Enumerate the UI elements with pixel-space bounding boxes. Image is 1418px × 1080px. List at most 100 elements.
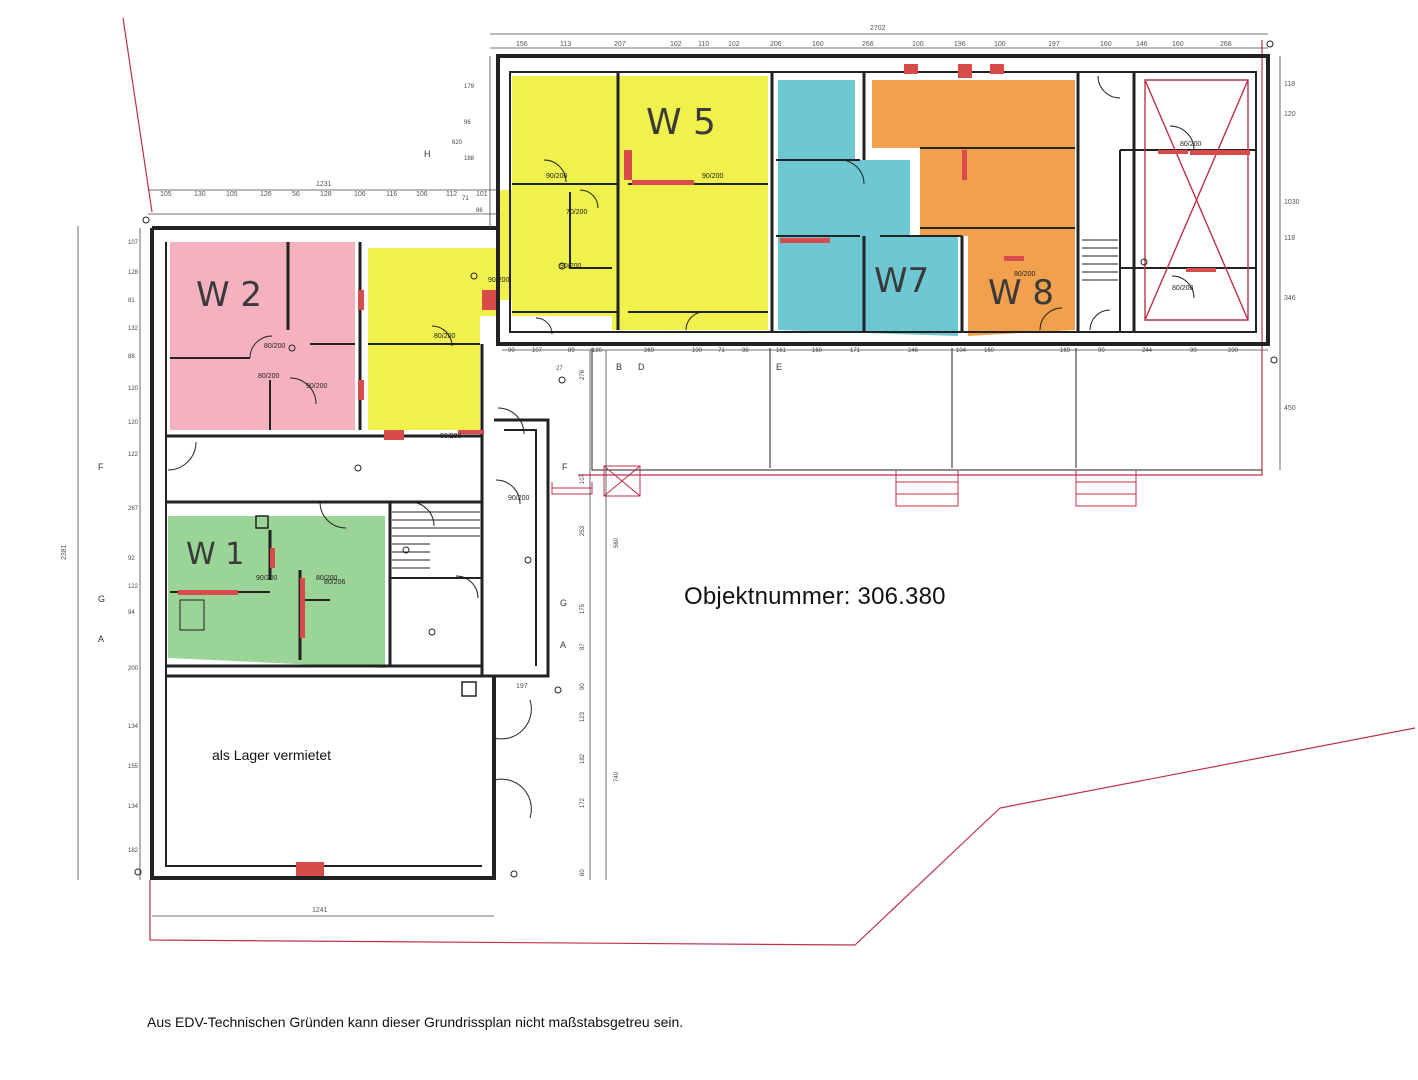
section-markers: H B D E F F G G A A	[98, 149, 782, 650]
svg-text:128: 128	[128, 270, 139, 276]
svg-text:122: 122	[128, 452, 139, 458]
svg-text:107: 107	[580, 473, 586, 484]
svg-text:104: 104	[956, 348, 967, 354]
svg-text:80/206: 80/206	[324, 579, 346, 586]
svg-text:182: 182	[580, 753, 586, 764]
svg-text:196: 196	[954, 41, 966, 48]
unit-label-w1: W 1	[186, 537, 244, 572]
svg-text:71: 71	[462, 196, 469, 202]
unit-label-w7: W7	[874, 261, 929, 301]
svg-text:560: 560	[614, 537, 620, 548]
scale-disclaimer: Aus EDV-Technischen Gründen kann dieser …	[147, 1014, 684, 1030]
svg-text:346: 346	[1284, 295, 1296, 302]
svg-text:90/200: 90/200	[306, 383, 328, 390]
fixture-box-w1	[255, 515, 269, 529]
dim-top-total: 2702	[870, 25, 886, 32]
svg-text:102: 102	[670, 41, 682, 48]
section-mark-g-right: G	[560, 598, 567, 608]
svg-text:116: 116	[386, 191, 397, 198]
svg-text:80/200: 80/200	[1172, 285, 1194, 292]
svg-text:118: 118	[1284, 81, 1295, 88]
svg-text:90: 90	[1098, 348, 1105, 354]
svg-text:132: 132	[128, 326, 139, 332]
svg-text:81: 81	[128, 298, 135, 304]
svg-text:80/200: 80/200	[1180, 141, 1202, 148]
svg-text:120: 120	[128, 420, 139, 426]
svg-text:155: 155	[128, 764, 139, 770]
section-mark-e: E	[776, 362, 782, 372]
svg-text:146: 146	[1136, 41, 1148, 48]
svg-text:112: 112	[446, 191, 457, 198]
svg-text:107: 107	[532, 348, 543, 354]
svg-text:90/200: 90/200	[508, 495, 530, 502]
svg-text:105: 105	[160, 191, 172, 198]
svg-text:200: 200	[1228, 348, 1239, 354]
svg-text:160: 160	[812, 348, 823, 354]
unit-label-w2: W 2	[196, 275, 262, 315]
svg-text:134: 134	[128, 804, 139, 810]
svg-text:246: 246	[908, 348, 919, 354]
left-inner-wall	[165, 242, 482, 867]
section-mark-a-left: A	[98, 634, 104, 644]
svg-text:120: 120	[128, 386, 139, 392]
svg-text:102: 102	[728, 41, 740, 48]
entrance-steps	[551, 465, 1137, 507]
section-mark-f-right: F	[562, 462, 568, 472]
svg-text:87: 87	[580, 643, 586, 650]
red-accents	[178, 64, 1250, 876]
svg-text:94: 94	[128, 610, 135, 616]
svg-text:188: 188	[464, 156, 475, 162]
svg-text:80/200: 80/200	[434, 333, 456, 340]
svg-text:107: 107	[128, 240, 139, 246]
section-mark-a-right: A	[560, 640, 566, 650]
dim-bottom: 1241	[312, 907, 328, 914]
dimension-lines	[77, 33, 1281, 917]
svg-text:740: 740	[614, 771, 620, 782]
svg-text:86: 86	[476, 208, 483, 214]
door-swings	[167, 75, 1195, 819]
unit-label-w8: W 8	[988, 273, 1054, 313]
svg-text:101: 101	[476, 191, 488, 198]
svg-text:160: 160	[1172, 41, 1184, 48]
unit-area-w2	[170, 242, 355, 430]
svg-text:100: 100	[692, 348, 703, 354]
terrace-frame	[591, 348, 1262, 471]
svg-text:100: 100	[994, 41, 1006, 48]
wing-inner-wall	[509, 71, 1257, 333]
section-mark-d: D	[638, 362, 645, 372]
svg-text:90/200: 90/200	[488, 277, 510, 284]
svg-text:134: 134	[128, 724, 139, 730]
svg-text:90/200: 90/200	[256, 575, 278, 582]
svg-text:80/200: 80/200	[1014, 271, 1036, 278]
svg-text:88: 88	[128, 354, 135, 360]
svg-text:80/200: 80/200	[316, 575, 338, 582]
plot-boundary	[122, 17, 1416, 946]
unit-label-w5: W 5	[646, 102, 716, 143]
svg-text:27: 27	[556, 366, 563, 372]
dim-left-top-total: 1231	[316, 181, 332, 188]
left-outer-wall	[150, 228, 496, 880]
svg-text:126: 126	[260, 191, 272, 198]
svg-text:160: 160	[1100, 41, 1112, 48]
svg-text:450: 450	[1284, 405, 1296, 412]
svg-text:171: 171	[850, 348, 861, 354]
door-labels: 80/200 90/200 70/200 80/200 90/200 80/20…	[256, 141, 1202, 586]
svg-text:267: 267	[128, 506, 139, 512]
dim-court: 197	[516, 683, 528, 690]
svg-text:90: 90	[1190, 348, 1197, 354]
svg-text:200: 200	[128, 666, 139, 672]
svg-text:160: 160	[812, 41, 824, 48]
svg-text:128: 128	[320, 191, 332, 198]
svg-text:90/200: 90/200	[440, 433, 462, 440]
unit-area-w1	[168, 516, 385, 668]
svg-text:244: 244	[1142, 348, 1153, 354]
svg-text:620: 620	[452, 140, 463, 146]
unit-area-w7	[778, 80, 958, 336]
svg-text:90: 90	[580, 683, 586, 690]
svg-text:118: 118	[1284, 235, 1295, 242]
ceiling-fixtures	[134, 40, 1278, 878]
svg-text:161: 161	[776, 348, 787, 354]
svg-text:56: 56	[292, 191, 300, 198]
svg-text:169: 169	[1060, 348, 1071, 354]
